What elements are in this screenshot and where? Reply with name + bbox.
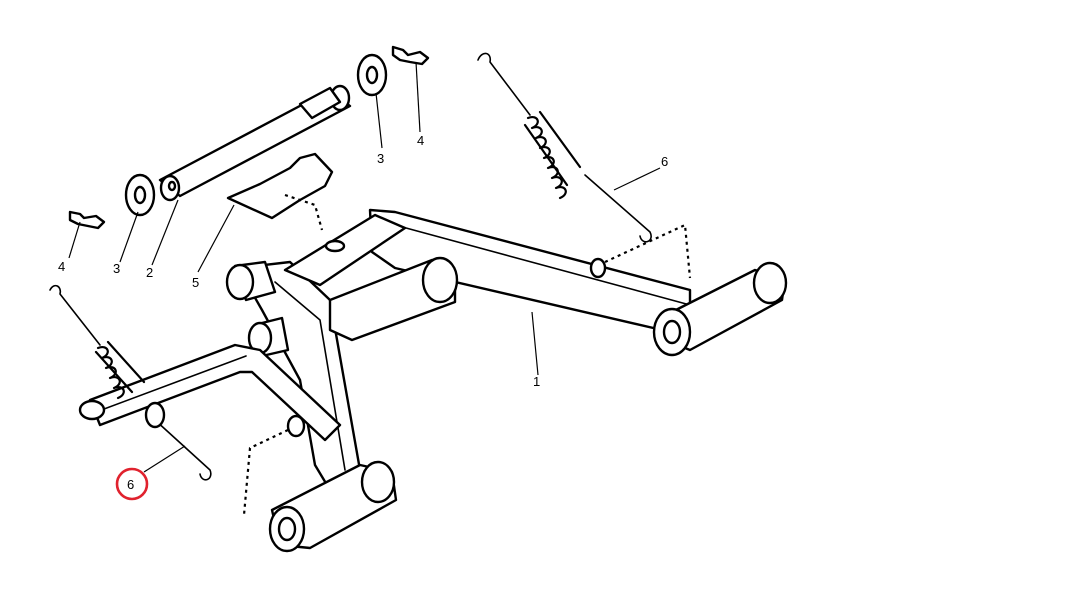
callout-4-left[interactable]: 4 [58, 259, 65, 274]
callout-6-left-highlighted[interactable]: 6 [127, 477, 134, 492]
callout-3-right[interactable]: 3 [377, 151, 384, 166]
leader-lines [68, 61, 661, 473]
spring-part-6-left [49, 284, 212, 481]
frame-part-1 [78, 208, 788, 553]
washer-part-3-right [356, 53, 388, 97]
callout-3-left[interactable]: 3 [113, 261, 120, 276]
callout-2[interactable]: 2 [146, 265, 153, 280]
shaft-part-2 [158, 84, 352, 202]
highlight-circle [115, 467, 149, 501]
callout-6-right[interactable]: 6 [661, 154, 668, 169]
callout-5[interactable]: 5 [192, 275, 199, 290]
washer-part-3-left [124, 173, 156, 217]
callout-4-right[interactable]: 4 [417, 133, 424, 148]
hidden-lines [242, 193, 692, 516]
wing-pin-part-4-left [68, 210, 106, 230]
callout-1[interactable]: 1 [533, 374, 540, 389]
callout-labels: 1 2 3 3 4 4 5 6 6 [58, 133, 668, 501]
plate-part-5 [226, 152, 334, 220]
spring-part-6-right [477, 52, 652, 243]
wing-pin-part-4-right [391, 45, 430, 66]
